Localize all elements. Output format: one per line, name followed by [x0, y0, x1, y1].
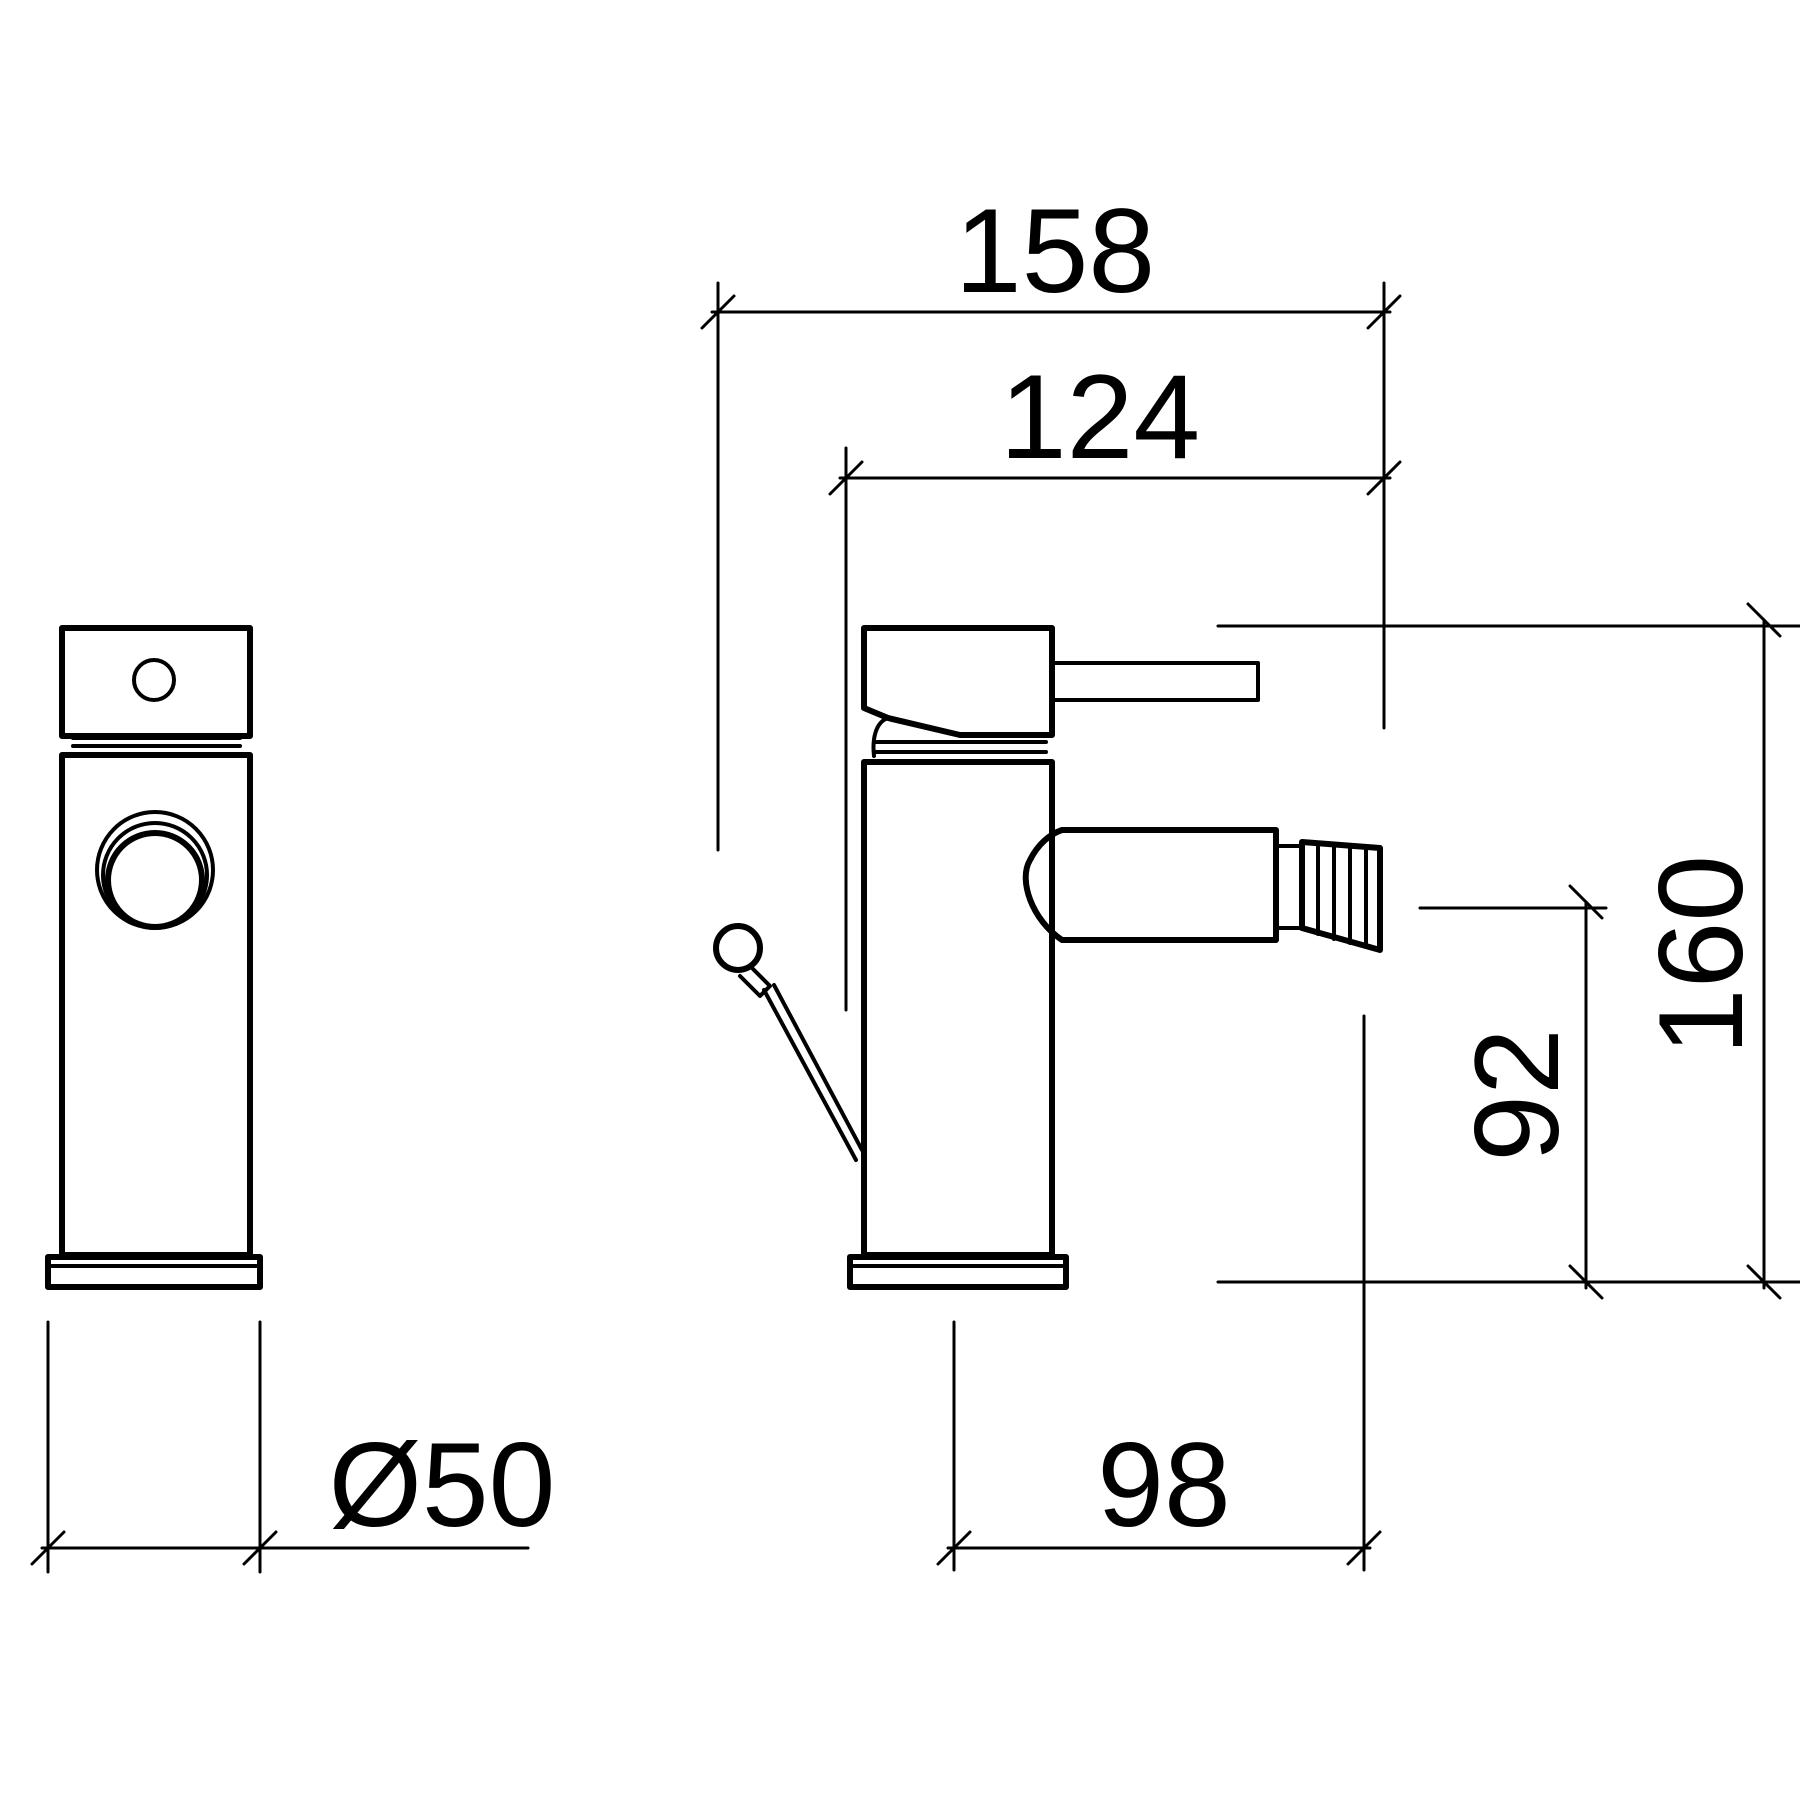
dim-label-overall-length: 158: [955, 184, 1155, 318]
dim-spout-height: [1418, 884, 1608, 1300]
side-lever-arm: [1050, 661, 1260, 702]
dim-label-spout-height: 92: [1450, 1028, 1584, 1161]
dim-base-diameter: [30, 1320, 530, 1574]
dim-label-base-diameter: Ø50: [329, 1418, 556, 1552]
dimension-labels: 158 124 160 92 98 Ø50: [329, 184, 1768, 1552]
side-spout-nozzle: [1299, 839, 1383, 953]
front-view-body: [59, 752, 253, 1258]
side-view-pop-up-rod: [713, 923, 864, 1162]
dim-label-body-length: 124: [1000, 350, 1200, 484]
front-view-handle: [59, 625, 253, 748]
dim-label-overall-height: 160: [1634, 855, 1768, 1055]
dim-overall-height: [1216, 602, 1800, 1300]
dimension-lines: [30, 281, 1800, 1574]
pop-up-knob: [713, 923, 763, 973]
side-view-spout: [1022, 827, 1383, 953]
dim-body-length: [828, 446, 1402, 1012]
dim-spout-projection: [936, 1014, 1382, 1572]
dim-overall-length: [700, 281, 1402, 852]
front-view-base: [45, 1254, 263, 1290]
front-handle-screw: [132, 658, 176, 702]
side-view: [713, 625, 1383, 1290]
front-view: [45, 625, 263, 1290]
front-spout-outlet: [105, 830, 205, 930]
side-view-body: [861, 759, 1055, 1258]
side-view-lever-handle: [861, 625, 1260, 758]
side-view-base: [847, 1254, 1069, 1290]
dim-label-spout-projection: 98: [1097, 1418, 1230, 1552]
